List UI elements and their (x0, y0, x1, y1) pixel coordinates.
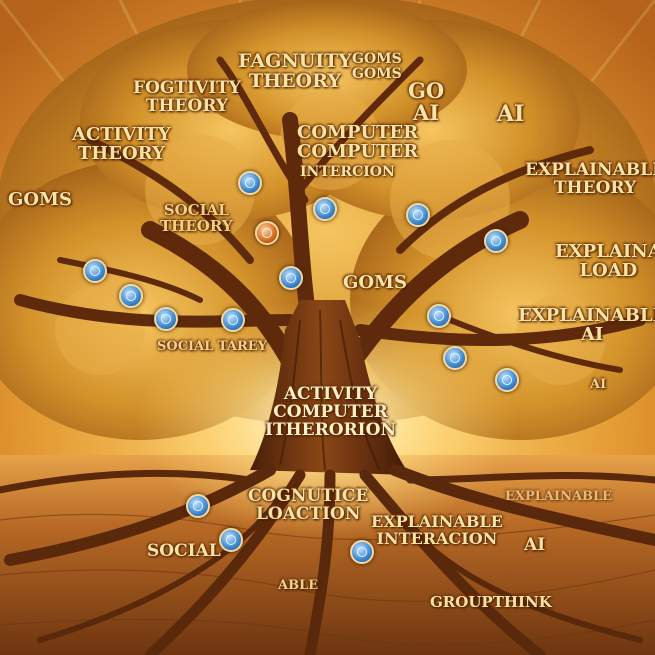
label-goms-center: GOMS (343, 272, 407, 293)
blue-node-icon (154, 307, 178, 331)
blue-node-icon (313, 197, 337, 221)
label-explainable-faded: EXPLAINABLE (505, 489, 613, 504)
blue-node-icon (119, 284, 143, 308)
tree-roots (0, 464, 655, 655)
blue-node-icon (238, 171, 262, 195)
label-intercion: INTERCION (300, 164, 395, 180)
label-ai-small: AI (590, 377, 607, 392)
blue-node-icon (443, 346, 467, 370)
bark-texture (279, 309, 381, 471)
blue-node-icon (427, 304, 451, 328)
blue-node-icon (279, 266, 303, 290)
blue-node-icon (83, 259, 107, 283)
label-social-tarey: SOCIAL TAREY (157, 339, 267, 354)
label-ai-right: AI (497, 101, 525, 127)
orange-node-icon (255, 221, 279, 245)
label-goms-left: GOMS (8, 189, 72, 210)
tree-trunk (250, 300, 410, 475)
blue-node-icon (406, 203, 430, 227)
label-able: ABLE (278, 578, 319, 593)
blue-node-icon (221, 308, 245, 332)
blue-node-icon (219, 528, 243, 552)
blue-node-icon (350, 540, 374, 564)
label-groupthink: GROUPTHINK (430, 593, 552, 611)
blue-node-icon (495, 368, 519, 392)
blue-node-icon (484, 229, 508, 253)
label-ai-bottom: AI (524, 535, 546, 555)
label-social-bottom: SOCIAL (147, 541, 221, 561)
blue-node-icon (186, 494, 210, 518)
